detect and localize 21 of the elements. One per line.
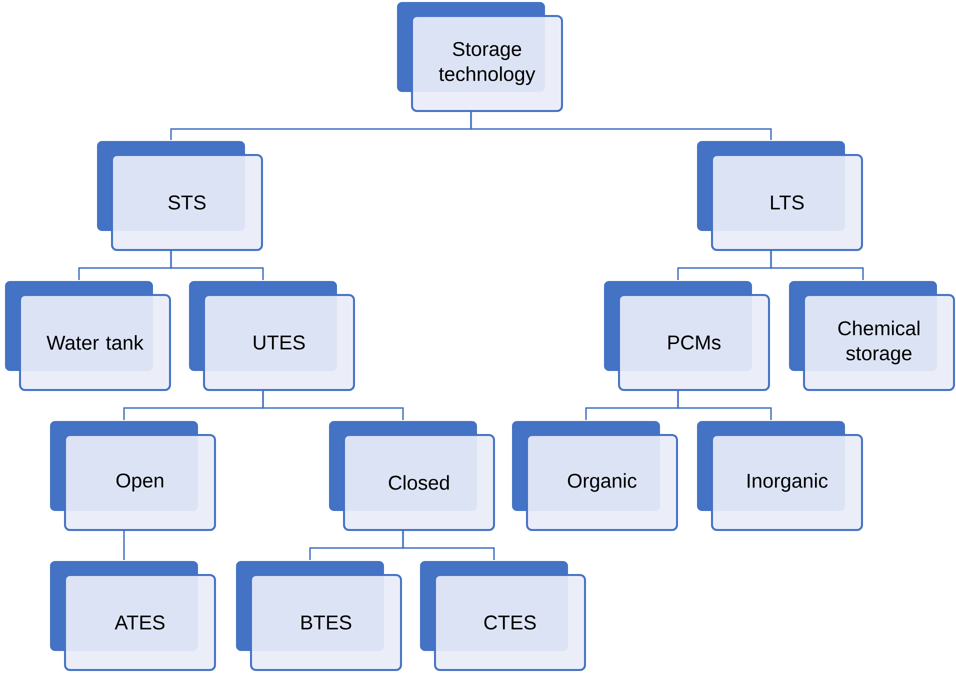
- connector-line: [170, 251, 264, 280]
- process-box: Water tank: [5, 281, 171, 391]
- connector-line: [470, 112, 772, 140]
- connector-line: [123, 531, 125, 560]
- process-box: Storage technology: [397, 2, 563, 112]
- process-box: ATES: [50, 561, 216, 671]
- process-box: Chemical storage: [789, 281, 955, 391]
- process-box: UTES: [189, 281, 355, 391]
- process-box: PCMs: [604, 281, 770, 391]
- process-box: LTS: [697, 141, 863, 251]
- connector-line: [402, 531, 495, 560]
- process-box: Open: [50, 421, 216, 531]
- process-box: Closed: [329, 421, 495, 531]
- connector-line: [770, 251, 864, 280]
- process-box: STS: [97, 141, 263, 251]
- process-box: Organic: [512, 421, 678, 531]
- connector-line: [262, 391, 404, 420]
- process-box: BTES: [236, 561, 402, 671]
- process-box: CTES: [420, 561, 586, 671]
- process-box: Inorganic: [697, 421, 863, 531]
- connector-line: [677, 391, 772, 420]
